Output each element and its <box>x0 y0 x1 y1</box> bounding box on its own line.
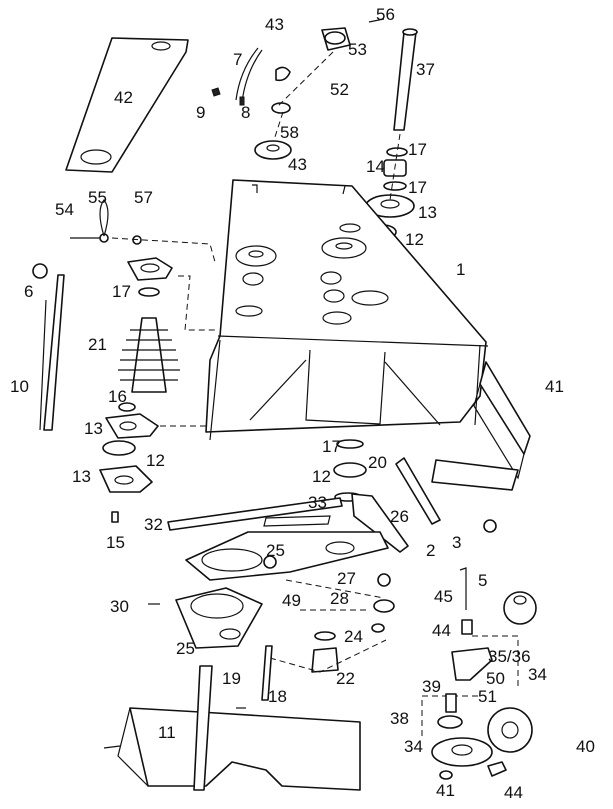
callout-13a: 13 <box>418 203 437 222</box>
callout-17d: 17 <box>322 437 341 456</box>
callout-43: 43 <box>265 15 284 34</box>
cover-plate-46 <box>65 37 189 173</box>
right-sprocket-group <box>421 567 537 780</box>
callout-7: 7 <box>233 50 242 69</box>
callout-32: 32 <box>144 515 163 534</box>
callout-9: 11 <box>158 723 176 742</box>
right-shaft-stack <box>365 28 418 240</box>
callout-35-36: 34 <box>528 665 547 684</box>
side-rail-45 <box>473 361 531 480</box>
callout-28: 28 <box>330 589 349 608</box>
main-housing-1 <box>205 179 489 441</box>
callout-12b: 12 <box>146 451 165 470</box>
callout-18: 18 <box>268 687 287 706</box>
callout-50b: 50 <box>486 669 505 688</box>
callout-39: 39 <box>422 677 441 696</box>
callout-14: 14 <box>366 157 385 176</box>
callout-57: 57 <box>134 188 153 207</box>
callout-40: 40 <box>576 737 595 756</box>
callout-5: 3 <box>452 533 461 552</box>
callout-13c: 13 <box>72 467 91 486</box>
callout-19: 19 <box>222 669 241 688</box>
pins-55-56-57 <box>70 199 216 263</box>
callout-26: 26 <box>390 507 409 526</box>
callout-24: 24 <box>344 627 363 646</box>
callout-42: 37 <box>416 60 435 79</box>
base-plate-9 <box>103 665 361 791</box>
plate-25-lower <box>148 587 263 649</box>
plate-25-upper <box>185 531 389 581</box>
small-sprocket-stack <box>269 573 395 673</box>
callout-8: 8 <box>241 103 250 122</box>
callout-52: 52 <box>330 80 349 99</box>
callout-17c: 17 <box>112 282 131 301</box>
callout-34: 34 <box>404 737 423 756</box>
bar-32 <box>167 497 343 531</box>
callout-37: 35/36 <box>488 647 531 666</box>
callout-15: 15 <box>106 533 125 552</box>
callout-49: 45 <box>434 587 453 606</box>
rod-18 <box>236 645 273 709</box>
callout-13b: 13 <box>84 419 103 438</box>
callout-22: 22 <box>336 669 355 688</box>
callout-1: 1 <box>456 260 465 279</box>
callout-10: 9 <box>196 103 205 122</box>
callout-25a: 25 <box>266 541 285 560</box>
callout-27: 27 <box>337 569 356 588</box>
top-sprocket-stack <box>254 18 385 160</box>
callout-45: 41 <box>545 377 564 396</box>
callout-3: 5 <box>478 571 487 590</box>
callout-58: 58 <box>280 123 299 142</box>
callout-17b: 17 <box>408 178 427 197</box>
callout-labels: 56 43 53 7 37 52 42 9 8 58 17 43 14 17 5… <box>10 5 595 802</box>
callout-12a: 12 <box>405 230 424 249</box>
callout-48: 44 <box>432 621 451 640</box>
callout-53: 53 <box>348 40 367 59</box>
callout-30: 30 <box>110 597 129 616</box>
callout-17a: 17 <box>408 140 427 159</box>
lower-right-stack <box>333 439 519 553</box>
handle-11 <box>32 263 65 431</box>
callout-50a: 49 <box>282 591 301 610</box>
callout-51: 51 <box>478 687 497 706</box>
callout-55: 54 <box>55 200 74 219</box>
callout-46: 42 <box>114 88 133 107</box>
callout-41: 41 <box>436 781 455 800</box>
callout-12c: 12 <box>312 467 331 486</box>
callout-33: 33 <box>308 493 327 512</box>
callout-38: 38 <box>390 709 409 728</box>
callout-44: 44 <box>504 783 523 802</box>
bracket-7 <box>211 47 263 106</box>
callout-56: 55 <box>88 188 107 207</box>
callout-6: 6 <box>24 282 33 301</box>
callout-47: 43 <box>288 155 307 174</box>
callout-25b: 25 <box>176 639 195 658</box>
callout-54: 56 <box>376 5 395 24</box>
callout-20: 20 <box>368 453 387 472</box>
callout-2: 2 <box>426 541 435 560</box>
left-spring-stack <box>99 257 215 523</box>
callout-21: 21 <box>88 335 107 354</box>
callout-11: 10 <box>10 377 29 396</box>
callout-16: 16 <box>108 387 127 406</box>
